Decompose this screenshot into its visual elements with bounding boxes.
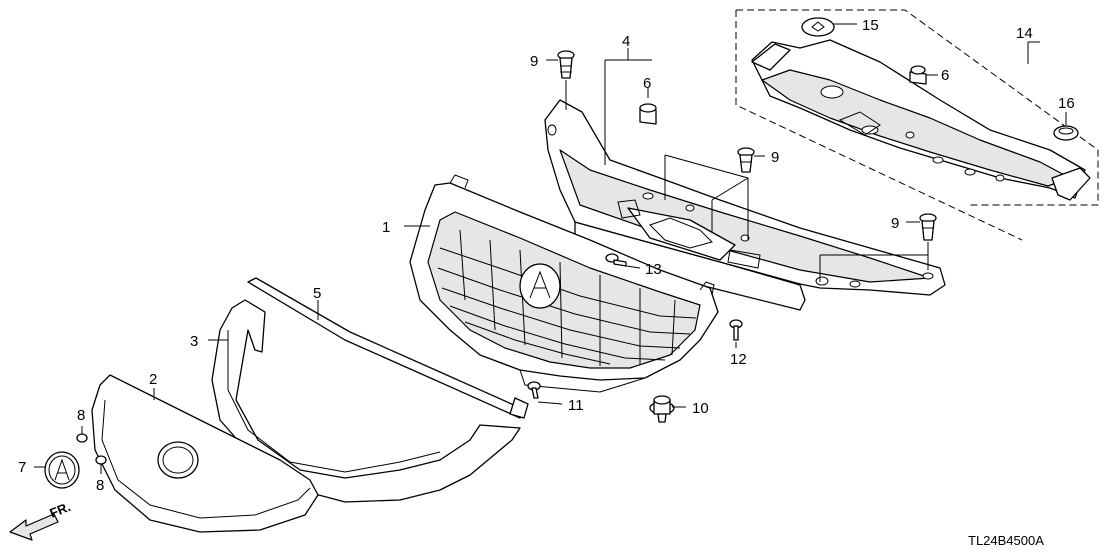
callout-13: 13 — [645, 261, 662, 278]
nut-6[interactable] — [639, 88, 657, 125]
screw-12[interactable] — [729, 319, 743, 348]
upper-bracket-kit[interactable] — [751, 39, 1091, 201]
front-arrow-icon: FR. — [9, 499, 73, 541]
callout-1: 1 — [382, 219, 390, 236]
callout-14: 14 — [1016, 25, 1033, 42]
nut-8-bottom[interactable] — [95, 455, 107, 474]
grille-1[interactable] — [409, 174, 719, 393]
callout-9-middle: 9 — [771, 149, 779, 166]
callout-9-right: 9 — [891, 215, 899, 232]
upper-bracket-4[interactable] — [544, 99, 946, 311]
callout-15: 15 — [862, 17, 879, 34]
callout-2: 2 — [149, 371, 157, 388]
callout-6-kit: 6 — [941, 67, 949, 84]
callout-3: 3 — [190, 333, 198, 350]
callout-8-top: 8 — [77, 407, 85, 424]
bolt-10[interactable] — [649, 395, 686, 423]
molding-5[interactable] — [247, 277, 529, 419]
nut-6-kit[interactable] — [909, 65, 938, 85]
callout-12: 12 — [730, 351, 747, 368]
callout-5: 5 — [313, 285, 321, 302]
callout-11: 11 — [568, 397, 584, 414]
callout-8-bottom: 8 — [96, 477, 104, 494]
callout-4: 4 — [622, 33, 630, 50]
screw-11[interactable] — [527, 381, 563, 405]
drawing-code: TL24B4500A — [968, 533, 1044, 548]
clip-9-top[interactable] — [546, 50, 575, 110]
kit-outline-14 — [735, 9, 1099, 241]
leader-14 — [1027, 41, 1040, 64]
clip-9-middle[interactable] — [737, 147, 765, 173]
emblem-7[interactable] — [34, 451, 80, 489]
callout-9-top: 9 — [530, 53, 538, 70]
reference-lines — [664, 154, 928, 282]
clip-9-right[interactable] — [906, 213, 937, 270]
screw-13[interactable] — [605, 253, 641, 269]
callout-7: 7 — [18, 459, 26, 476]
callout-10: 10 — [692, 400, 709, 417]
nut-8-top[interactable] — [76, 426, 88, 443]
grommet-16[interactable] — [1053, 112, 1079, 141]
grille-cover-2[interactable] — [91, 374, 319, 533]
clip-15[interactable] — [801, 17, 857, 37]
callout-16: 16 — [1058, 95, 1075, 112]
callout-6-bracket: 6 — [643, 75, 651, 92]
front-arrow-label: FR. — [48, 499, 73, 521]
leader-4 — [604, 48, 652, 165]
